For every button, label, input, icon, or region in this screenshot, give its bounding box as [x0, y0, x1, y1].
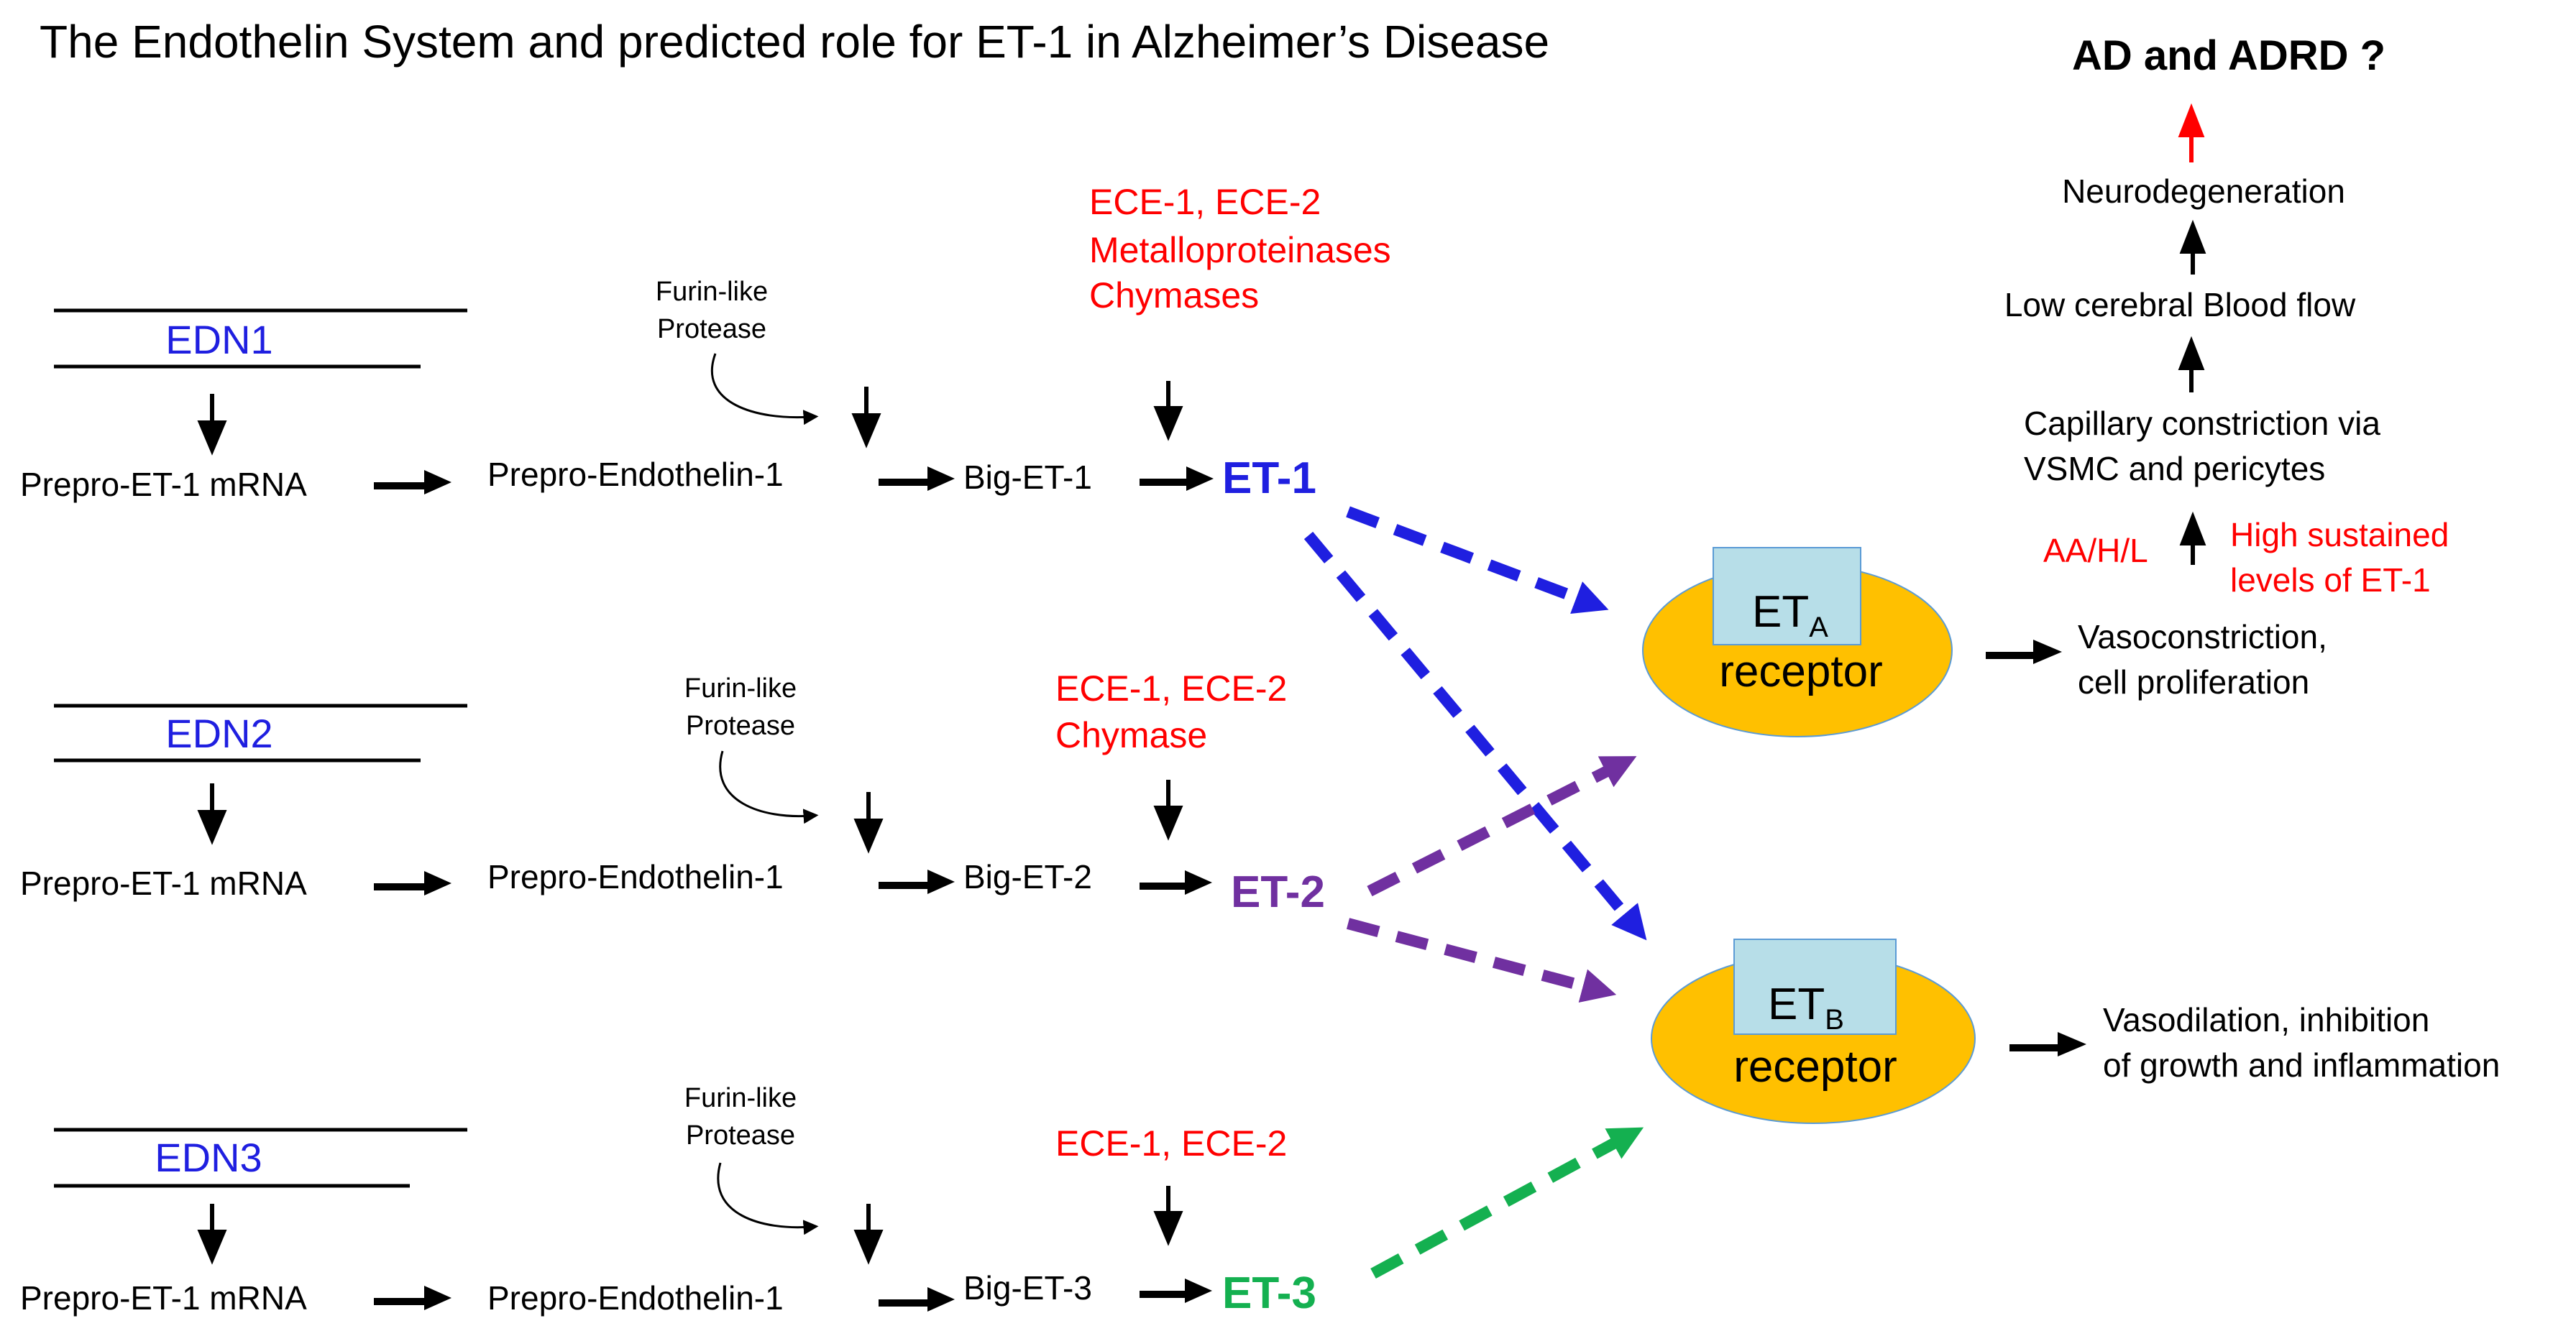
risk-factor-label: AA/H/L: [2043, 532, 2148, 569]
right-arrow: [879, 1287, 955, 1312]
eta-receptor-box: [1713, 547, 1861, 645]
enzyme-line-2: Chymase: [1055, 715, 1207, 755]
big-et-label: Big-ET-1: [963, 459, 1092, 496]
down-arrow: [1153, 381, 1183, 441]
diagram-title: The Endothelin System and predicted role…: [40, 16, 1549, 68]
prepro-label: Prepro-Endothelin-1: [487, 1279, 784, 1317]
prepro-label: Prepro-Endothelin-1: [487, 858, 784, 895]
etb-outcome-arrow: [2009, 1032, 2086, 1056]
down-arrow: [853, 792, 884, 854]
eta-name: ET: [1752, 587, 1809, 637]
eta-receptor: ETA receptor: [1642, 547, 1953, 737]
neurodegeneration-label: Neurodegeneration: [2062, 172, 2345, 210]
eta-outcome-line-2: cell proliferation: [2078, 663, 2309, 701]
et2-label: ET-2: [1231, 867, 1325, 917]
mrna-label: Prepro-ET-1 mRNA: [20, 865, 307, 902]
protease-curve-arrow: [717, 1162, 819, 1235]
pathway-edn3: EDN3 Prepro-ET-1 mRNA Furin-like Proteas…: [20, 1083, 1316, 1318]
up-arrow: [2179, 511, 2206, 565]
et1-to-eta-arrow: [1346, 506, 1609, 614]
etb-receptor-name: ETB: [1768, 980, 1844, 1036]
right-arrow: [374, 871, 452, 895]
right-arrow: [1140, 870, 1212, 895]
etb-receptor-label: receptor: [1733, 1042, 1897, 1092]
pathway-edn2: EDN2 Prepro-ET-1 mRNA Furin-like Proteas…: [20, 668, 1325, 917]
enzyme-line-2: Metalloproteinases: [1089, 230, 1391, 270]
capillary-line-2: VSMC and pericytes: [2024, 450, 2325, 487]
et3-label: ET-3: [1222, 1268, 1316, 1318]
levels-line-2: levels of ET-1: [2230, 561, 2431, 599]
protease-curve-arrow: [710, 353, 819, 425]
et2-to-eta-arrow: [1367, 756, 1637, 897]
etb-outcome-line-2: of growth and inflammation: [2103, 1046, 2500, 1084]
protease-curve-arrow: [719, 750, 819, 824]
enzyme-line-1: ECE-1, ECE-2: [1055, 668, 1287, 709]
mrna-label: Prepro-ET-1 mRNA: [20, 466, 307, 503]
right-arrow: [374, 470, 452, 494]
down-arrow: [1153, 1186, 1183, 1246]
protease-line-1: Furin-like: [656, 277, 768, 307]
prepro-label: Prepro-Endothelin-1: [487, 456, 784, 493]
gene-label: EDN1: [165, 317, 272, 362]
et1-to-etb-arrow: [1303, 531, 1647, 941]
right-arrow: [1140, 1279, 1212, 1303]
protease-line-2: Protease: [657, 314, 766, 344]
et2-to-etb-arrow: [1346, 918, 1617, 1003]
eta-sub: A: [1809, 612, 1828, 643]
enzyme-line-1: ECE-1, ECE-2: [1055, 1123, 1287, 1164]
etb-outcome-line-1: Vasodilation, inhibition: [2103, 1001, 2429, 1038]
mrna-label: Prepro-ET-1 mRNA: [20, 1279, 307, 1317]
down-arrow: [197, 783, 227, 845]
enzyme-line-3: Chymases: [1089, 275, 1259, 316]
protease-line-2: Protease: [686, 1120, 795, 1151]
ligand-arrows: [1303, 506, 1647, 1279]
et3-to-etb-arrow: [1370, 1127, 1644, 1279]
right-arrow: [879, 466, 955, 491]
eta-outcome-line-1: Vasoconstriction,: [2078, 618, 2327, 655]
right-arrow: [879, 870, 955, 894]
etb-sub: B: [1825, 1004, 1844, 1036]
up-arrow: [2179, 219, 2206, 275]
gene-label: EDN3: [155, 1135, 262, 1180]
enzyme-line-1: ECE-1, ECE-2: [1089, 182, 1321, 222]
up-arrow: [2178, 336, 2205, 392]
gene-label: EDN2: [165, 711, 272, 756]
levels-line-1: High sustained: [2230, 516, 2449, 553]
eta-receptor-label: receptor: [1719, 647, 1882, 696]
big-et-label: Big-ET-3: [963, 1269, 1092, 1307]
blood-flow-label: Low cerebral Blood flow: [2004, 286, 2356, 323]
eta-outcome-arrow: [1986, 640, 2062, 664]
capillary-line-1: Capillary constriction via: [2024, 405, 2380, 442]
right-arrow: [374, 1286, 452, 1310]
eta-receptor-name: ETA: [1752, 587, 1828, 643]
down-arrow: [851, 387, 881, 448]
protease-line-2: Protease: [686, 711, 795, 741]
big-et-label: Big-ET-2: [963, 858, 1092, 895]
down-arrow: [197, 1204, 227, 1265]
etb-receptor: ETB receptor: [1651, 939, 1976, 1124]
red-up-arrow: [2178, 103, 2205, 162]
etb-receptor-box: [1733, 939, 1897, 1035]
et1-label: ET-1: [1222, 453, 1316, 503]
down-arrow: [1153, 780, 1183, 841]
protease-line-1: Furin-like: [684, 673, 797, 704]
ad-cascade: AD and ADRD ? Neurodegeneration Low cere…: [2004, 32, 2449, 599]
down-arrow: [197, 394, 227, 456]
right-arrow: [1140, 466, 1214, 491]
protease-line-1: Furin-like: [684, 1083, 797, 1113]
down-arrow: [853, 1204, 884, 1265]
pathway-edn1: EDN1 Prepro-ET-1 mRNA Furin-like Proteas…: [20, 182, 1391, 503]
ad-adrd-label: AD and ADRD ?: [2072, 32, 2385, 79]
etb-name: ET: [1768, 980, 1825, 1029]
